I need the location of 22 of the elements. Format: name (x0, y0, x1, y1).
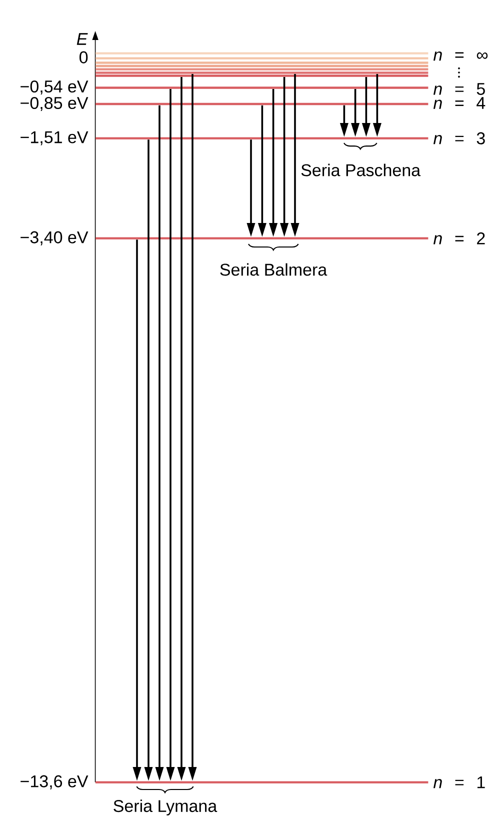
series-label: Seria Balmera (220, 263, 328, 276)
energy-value: −3,40 eV (20, 231, 88, 246)
energy-level-line (96, 68, 428, 70)
energy-value: −13,6 eV (20, 775, 88, 790)
level-label: n = 2 (433, 232, 485, 244)
energy-value: −0,85 eV (20, 97, 88, 112)
series-label: Seria Paschena (301, 164, 421, 176)
energy-value: −1,51 eV (20, 131, 88, 146)
level-label: n = ∞ (433, 51, 488, 61)
level-label: n = 5 (433, 83, 485, 95)
series-label: Seria Lymana (114, 800, 218, 816)
energy-level-line (96, 74, 428, 77)
axis-label: E (76, 33, 88, 45)
level-label: n = 3 (433, 132, 485, 144)
energy-level-line (96, 64, 428, 68)
energy-level-line (96, 57, 428, 60)
energy-value: −0,54 eV (20, 80, 88, 95)
energy-level-line (96, 72, 428, 74)
energy-level-line (96, 62, 428, 64)
energy-value: 0 (80, 51, 88, 64)
level-label: n = 1 (433, 776, 485, 788)
level-label: n = 4 (433, 97, 486, 109)
